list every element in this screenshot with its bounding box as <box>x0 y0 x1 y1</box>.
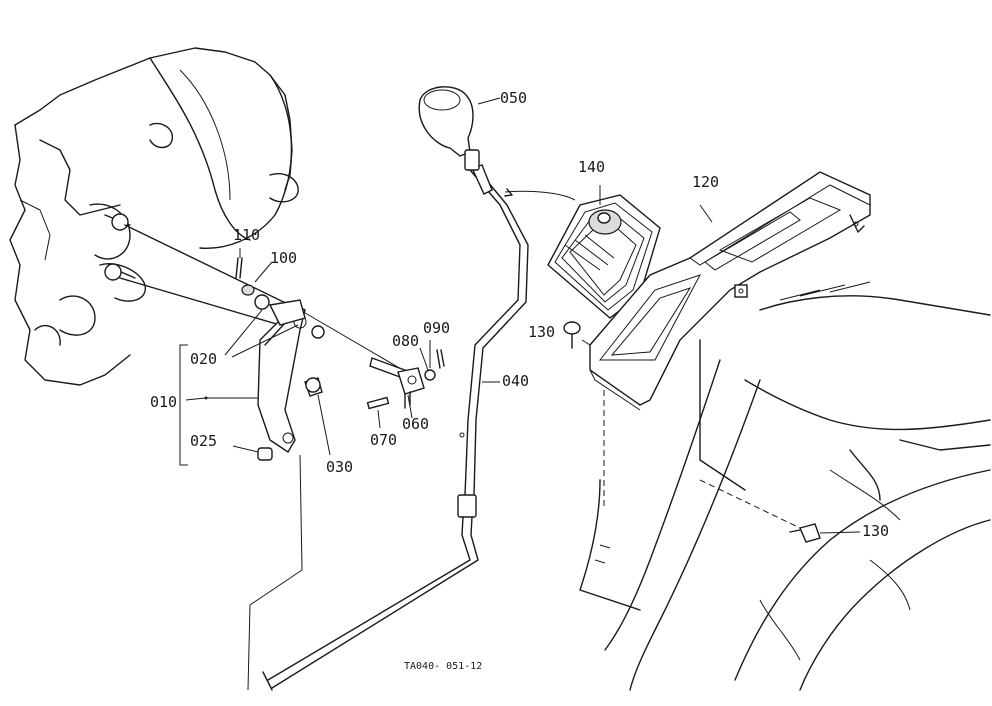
callout-130-lower: 130 <box>862 522 890 540</box>
callout-070: 070 <box>370 431 398 449</box>
callout-140: 140 <box>578 158 606 176</box>
callout-010: 010 <box>150 393 178 411</box>
callout-040: 040 <box>502 372 530 390</box>
transmission-housing <box>9 47 299 386</box>
callout-030: 030 <box>326 458 354 476</box>
callout-100: 100 <box>270 249 298 267</box>
tractor-body <box>579 281 991 691</box>
assembly-arrow <box>504 188 576 201</box>
callout-110: 110 <box>233 226 261 244</box>
callout-130-upper: 130 <box>528 323 556 341</box>
shift-lever-040 <box>262 164 529 691</box>
bracket-guide-lines <box>179 344 303 691</box>
knob-050 <box>418 86 501 171</box>
joint-060 <box>366 340 445 410</box>
callout-050: 050 <box>500 89 528 107</box>
collar-025 <box>232 445 273 461</box>
callout-080: 080 <box>392 332 420 350</box>
leader-lines <box>185 248 500 456</box>
drawing-code: TA040- 051-12 <box>404 661 483 672</box>
callout-120: 120 <box>692 173 720 191</box>
callout-060: 060 <box>402 415 430 433</box>
callout-090: 090 <box>423 319 451 337</box>
spring-pin-110 <box>235 257 243 279</box>
cover-panel-120 <box>589 171 871 411</box>
callout-025: 025 <box>190 432 218 450</box>
bolt-130-lower <box>699 479 861 543</box>
bolt-130-upper <box>563 321 591 349</box>
callout-020: 020 <box>190 350 218 368</box>
lever-bracket-010 <box>241 284 325 453</box>
shift-boot-140 <box>547 185 661 319</box>
